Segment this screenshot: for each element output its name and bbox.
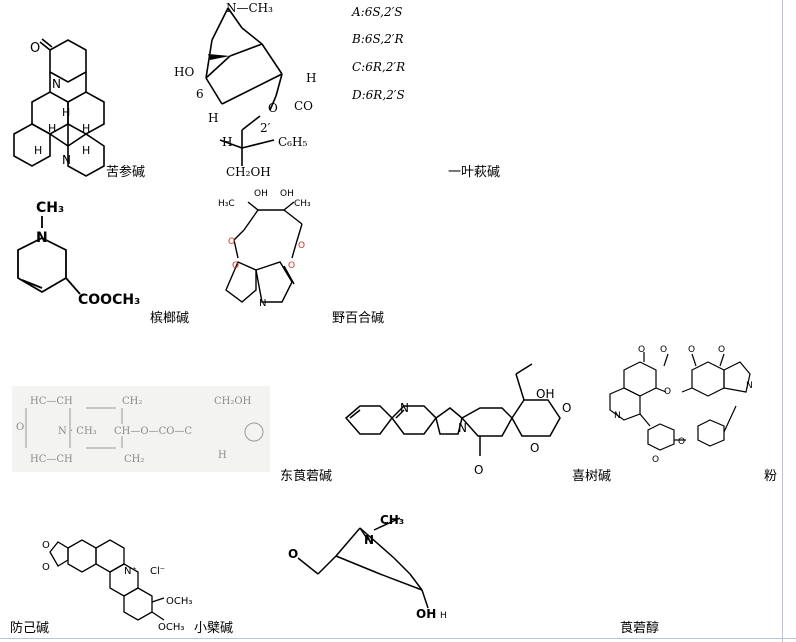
stereo-a: A:6S,2′S bbox=[352, 5, 403, 19]
oh-label: OH bbox=[254, 189, 268, 199]
ester-o-label: O bbox=[288, 261, 295, 271]
stereo-b: B:6S,2′R bbox=[352, 32, 404, 46]
monocrotaline-structure: OH OH H₃C CH₃ N O O O O bbox=[218, 189, 311, 309]
epoxide-o-label: O bbox=[288, 547, 298, 561]
ch2oh-label: CH₂OH bbox=[226, 165, 271, 179]
chloride-label: Cl⁻ bbox=[150, 566, 165, 577]
label-yiyeqiu: 一叶萩碱 bbox=[448, 165, 501, 180]
n-label: N bbox=[746, 381, 753, 391]
label-berberine: 小檗碱 bbox=[194, 621, 234, 636]
n-label: N bbox=[62, 153, 71, 167]
stereo-c: C:6R,2′R bbox=[352, 60, 406, 74]
h-label: H bbox=[440, 611, 447, 621]
carbonyl-o-label: O bbox=[228, 237, 235, 247]
n-plus-label: N⁺ bbox=[124, 566, 137, 577]
berberine-structure: O O N⁺ Cl⁻ OCH₃ OCH₃ bbox=[42, 539, 192, 633]
camptothecin-structure: N N OH O O O bbox=[344, 363, 571, 477]
oh-label: OH bbox=[416, 607, 436, 621]
label-scopolamine: 东莨菪碱 bbox=[280, 469, 333, 484]
label-matrine: 苦参碱 bbox=[106, 165, 146, 180]
ch2-label: CH₂ bbox=[122, 396, 142, 407]
h-label: H bbox=[306, 71, 316, 85]
o-label: O bbox=[16, 422, 24, 433]
carbonyl-o-label: O bbox=[562, 401, 571, 415]
label-scopine: 莨菪醇 bbox=[620, 621, 660, 636]
stereo-d: D:6R,2′S bbox=[352, 88, 405, 102]
n-label: N bbox=[259, 298, 266, 309]
ch2-label: CH₂ bbox=[124, 454, 144, 465]
n-ch3-label: N—CH₃ bbox=[226, 1, 273, 15]
oh-label: OH bbox=[280, 189, 294, 199]
methoxy-label: OCH₃ bbox=[166, 596, 192, 607]
methoxy-o-label: O bbox=[688, 345, 695, 355]
n-ch3-label: N · CH₃ bbox=[58, 426, 97, 437]
methoxy-o-label: O bbox=[652, 455, 659, 465]
label-camptothecin: 喜树碱 bbox=[572, 469, 612, 484]
carbonyl-o-label: O bbox=[30, 41, 40, 56]
tropane-ester-structure: N—CH₃ HO 6 H H O CO 2′ H C₆H₅ CH₂OH bbox=[174, 1, 316, 179]
h-label: H bbox=[34, 144, 42, 157]
ring-o-label: O bbox=[530, 441, 539, 455]
frame-bottom-edge bbox=[0, 638, 796, 639]
n-label: N bbox=[52, 77, 61, 91]
label-monocrotaline: 野百合碱 bbox=[332, 311, 385, 326]
hc-ch-label: HC—CH bbox=[30, 396, 73, 407]
position-6-label: 6 bbox=[196, 87, 204, 101]
ester-o-label: O bbox=[268, 101, 278, 115]
hc-ch-label: HC—CH bbox=[30, 454, 73, 465]
h-label: H bbox=[82, 144, 90, 157]
phenyl-label: C₆H₅ bbox=[278, 135, 307, 149]
n-label: N bbox=[36, 230, 48, 246]
ho-label: HO bbox=[174, 65, 194, 79]
matrine-structure: O N H H H H H N bbox=[13, 38, 105, 177]
carbonyl-label: CO bbox=[294, 99, 313, 113]
n-label: N bbox=[614, 411, 621, 421]
h-label: H bbox=[62, 106, 70, 119]
ether-o-label: O bbox=[678, 437, 685, 447]
ch3-label: CH₃ bbox=[36, 200, 64, 216]
ester-chain-label: CH—O—CO—C bbox=[114, 426, 192, 437]
scopine-structure: CH₃ N O OH H bbox=[288, 513, 447, 621]
arecoline-structure: CH₃ N COOCH₃ bbox=[17, 200, 140, 308]
methoxy-label: OCH₃ bbox=[158, 622, 184, 633]
ether-o-label: O bbox=[664, 387, 671, 397]
dioxole-o-label: O bbox=[42, 540, 50, 551]
ch3-label: CH₃ bbox=[294, 199, 311, 209]
carbonyl-o-label: O bbox=[474, 463, 483, 477]
h-label: H bbox=[208, 111, 218, 125]
h-label: H bbox=[48, 122, 56, 135]
dioxole-o-label: O bbox=[42, 562, 50, 573]
h-label: H bbox=[82, 122, 90, 135]
scopolamine-structure: HC—CH CH₂ O N · CH₃ CH—O—CO—C CH₂OH HC—C… bbox=[12, 386, 270, 472]
n-label: N bbox=[400, 401, 409, 415]
methoxy-o-label: O bbox=[638, 345, 645, 355]
two-prime-label: 2′ bbox=[260, 121, 271, 135]
n-label: N bbox=[364, 533, 374, 547]
cooch3-label: COOCH₃ bbox=[78, 292, 140, 308]
h-label: H bbox=[218, 450, 227, 461]
ch2oh-label: CH₂OH bbox=[214, 396, 252, 407]
methoxy-o-label: O bbox=[660, 345, 667, 355]
label-tetrandrine: 防己碱 bbox=[10, 621, 50, 636]
tetrandrine-structure: O O N N O O O O O bbox=[609, 345, 753, 465]
label-fen: 粉 bbox=[764, 469, 778, 484]
methoxy-o-label: O bbox=[718, 345, 725, 355]
n-label: N bbox=[458, 421, 467, 435]
h3c-label: H₃C bbox=[218, 199, 235, 209]
label-arecoline: 槟榔碱 bbox=[150, 311, 190, 326]
carbonyl-o-label: O bbox=[298, 241, 305, 251]
h-label: H bbox=[222, 135, 232, 149]
ch3-label: CH₃ bbox=[380, 513, 404, 527]
ester-o-label: O bbox=[232, 261, 239, 271]
oh-label: OH bbox=[536, 387, 554, 401]
frame-right-edge bbox=[782, 0, 783, 642]
